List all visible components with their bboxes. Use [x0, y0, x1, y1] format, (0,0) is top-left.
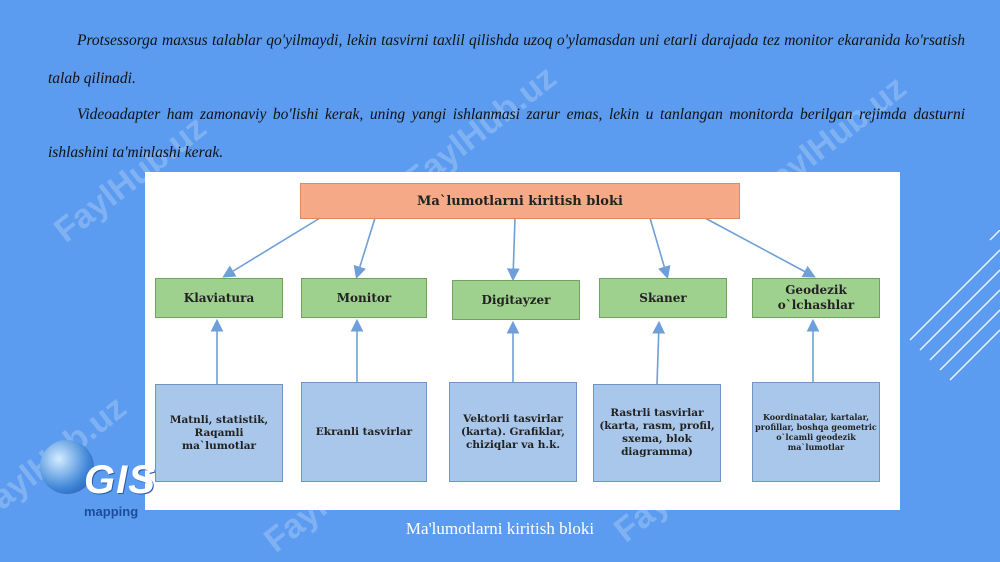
device-skaner: Skaner: [599, 278, 727, 318]
device-label: Skaner: [639, 290, 687, 305]
globe-icon: [40, 440, 94, 494]
input-screen-images: Ekranli tasvirlar: [301, 382, 427, 482]
diagram-arrows: [210, 217, 820, 385]
device-label: Digitayzer: [481, 292, 551, 307]
input-label: Rastrli tasvirlar (karta, rasm, profil, …: [599, 407, 715, 458]
device-label: Geodezik o`lchashlar: [777, 283, 855, 312]
input-vector-images: Vektorli tasvirlar (karta). Grafiklar, c…: [449, 382, 577, 482]
input-label: Ekranli tasvirlar: [315, 425, 413, 438]
logo-gis-text: GIS: [84, 458, 156, 502]
input-block-title: Ma`lumotlarni kiritish bloki: [300, 183, 740, 219]
device-geodezik: Geodezik o`lchashlar: [752, 278, 880, 318]
decorative-lines: [909, 230, 1000, 381]
input-text-data: Matnli, statistik, Raqamli ma`lumotlar: [155, 384, 283, 482]
device-label: Monitor: [336, 290, 392, 305]
input-block-diagram: Ma`lumotlarni kiritish bloki Klaviatura …: [145, 172, 900, 510]
gis-mapping-logo: GIS mapping: [40, 440, 170, 530]
input-label: Matnli, statistik, Raqamli ma`lumotlar: [169, 413, 269, 452]
input-label: Koordinatalar, kartalar, profillar, bosh…: [755, 412, 877, 452]
input-block-title-text: Ma`lumotlarni kiritish bloki: [417, 193, 623, 209]
input-label: Vektorli tasvirlar (karta). Grafiklar, c…: [461, 412, 565, 451]
figure-caption: Ma'lumotlarni kiritish bloki: [405, 519, 595, 538]
device-digitayzer: Digitayzer: [452, 280, 580, 320]
device-klaviatura: Klaviatura: [155, 278, 283, 318]
logo-mapping-text: mapping: [84, 504, 139, 519]
device-label: Klaviatura: [183, 290, 255, 305]
input-geodetic-data: Koordinatalar, kartalar, profillar, bosh…: [752, 382, 880, 482]
input-raster-images: Rastrli tasvirlar (karta, rasm, profil, …: [593, 384, 721, 482]
device-monitor: Monitor: [301, 278, 427, 318]
paragraph-processor: Protsessorga maxsus talablar qo'yilmaydi…: [48, 32, 965, 87]
paragraph-videoadapter: Videoadapter ham zamonaviy bo'lishi kera…: [48, 106, 965, 161]
